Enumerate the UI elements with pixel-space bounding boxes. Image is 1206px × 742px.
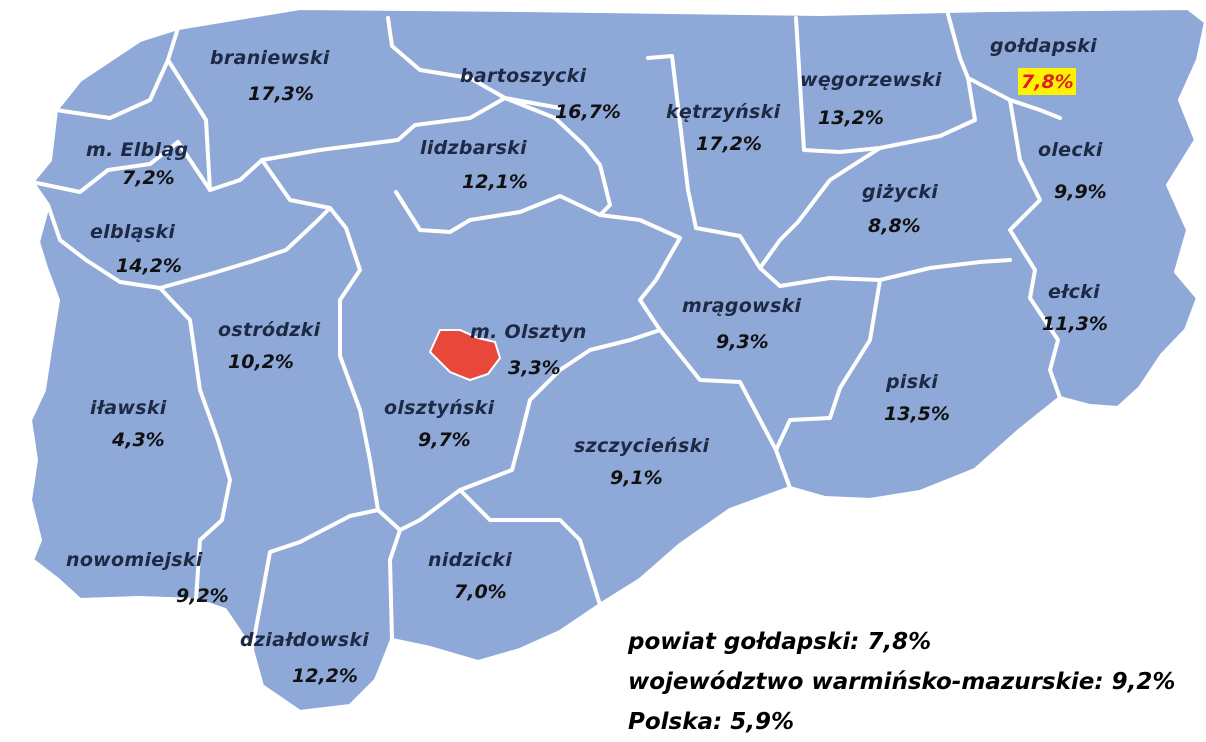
region-label-szczycienski: szczycieński <box>574 435 710 457</box>
summary-polska: Polska: 5,9% <box>628 709 795 735</box>
region-value-ilawski: 4,3% <box>111 429 165 451</box>
region-value-wegorzewski: 13,2% <box>818 107 884 129</box>
region-label-m-elblag: m. Elbląg <box>86 139 188 161</box>
olsztyn-city-shape <box>428 329 502 382</box>
highlight-box <box>1018 68 1076 95</box>
region-value-piski: 13,5% <box>884 403 950 425</box>
region-label-lidzbarski: lidzbarski <box>420 137 527 159</box>
region-label-m-olsztyn: m. Olsztyn <box>470 321 587 343</box>
region-value-elblaski: 14,2% <box>116 255 182 277</box>
region-label-olecki: olecki <box>1038 139 1103 161</box>
region-value-braniewski: 17,3% <box>248 83 314 105</box>
region-label-elcki: ełcki <box>1048 281 1100 303</box>
region-value-dzialdowski: 12,2% <box>292 665 358 687</box>
region-value-gizycki: 8,8% <box>868 215 921 237</box>
district-borders <box>30 12 1062 652</box>
region-label-nidzicki: nidzicki <box>428 549 512 571</box>
region-value-olsztynski: 9,7% <box>418 429 471 451</box>
region-label-olsztynski: olsztyński <box>384 397 495 419</box>
summary-block: powiat gołdapski: 7,8% województwo warmi… <box>628 622 1175 742</box>
region-value-m-elblag: 7,2% <box>122 167 175 189</box>
region-value-ketrzynski: 17,2% <box>696 133 762 155</box>
region-outline <box>28 6 1206 714</box>
region-value-ostrodzki: 10,2% <box>228 351 294 373</box>
region-label-goldapski: gołdapski <box>990 35 1097 57</box>
region-label-ketrzynski: kętrzyński <box>666 101 781 123</box>
region-label-nowomiejski: nowomiejski <box>66 549 203 571</box>
region-value-elcki: 11,3% <box>1042 313 1108 335</box>
summary-wojewodztwo: województwo warmińsko-mazurskie: 9,2% <box>628 669 1176 695</box>
region-value-nidzicki: 7,0% <box>454 581 507 603</box>
region-label-bartoszycki: bartoszycki <box>460 65 587 87</box>
region-label-mragowski: mrągowski <box>682 295 802 317</box>
region-value-szczycienski: 9,1% <box>610 467 663 489</box>
region-label-wegorzewski: węgorzewski <box>800 69 942 91</box>
region-value-nowomiejski: 9,2% <box>176 585 229 607</box>
region-label-ilawski: iławski <box>90 397 167 419</box>
region-label-gizycki: giżycki <box>862 181 938 203</box>
region-value-mragowski: 9,3% <box>716 331 769 353</box>
region-label-elblaski: elbląski <box>90 221 175 243</box>
region-label-piski: piski <box>885 371 938 393</box>
region-label-dzialdowski: działdowski <box>240 629 369 651</box>
region-value-lidzbarski: 12,1% <box>462 171 528 193</box>
summary-powiat: powiat gołdapski: 7,8% <box>628 629 932 655</box>
region-value-m-olsztyn: 3,3% <box>508 357 561 379</box>
region-value-bartoszycki: 16,7% <box>555 101 621 123</box>
region-label-braniewski: braniewski <box>210 47 330 69</box>
region-label-ostrodzki: ostródzki <box>218 319 321 341</box>
region-value-goldapski: 7,8% <box>1021 71 1074 93</box>
region-value-olecki: 9,9% <box>1054 181 1107 203</box>
